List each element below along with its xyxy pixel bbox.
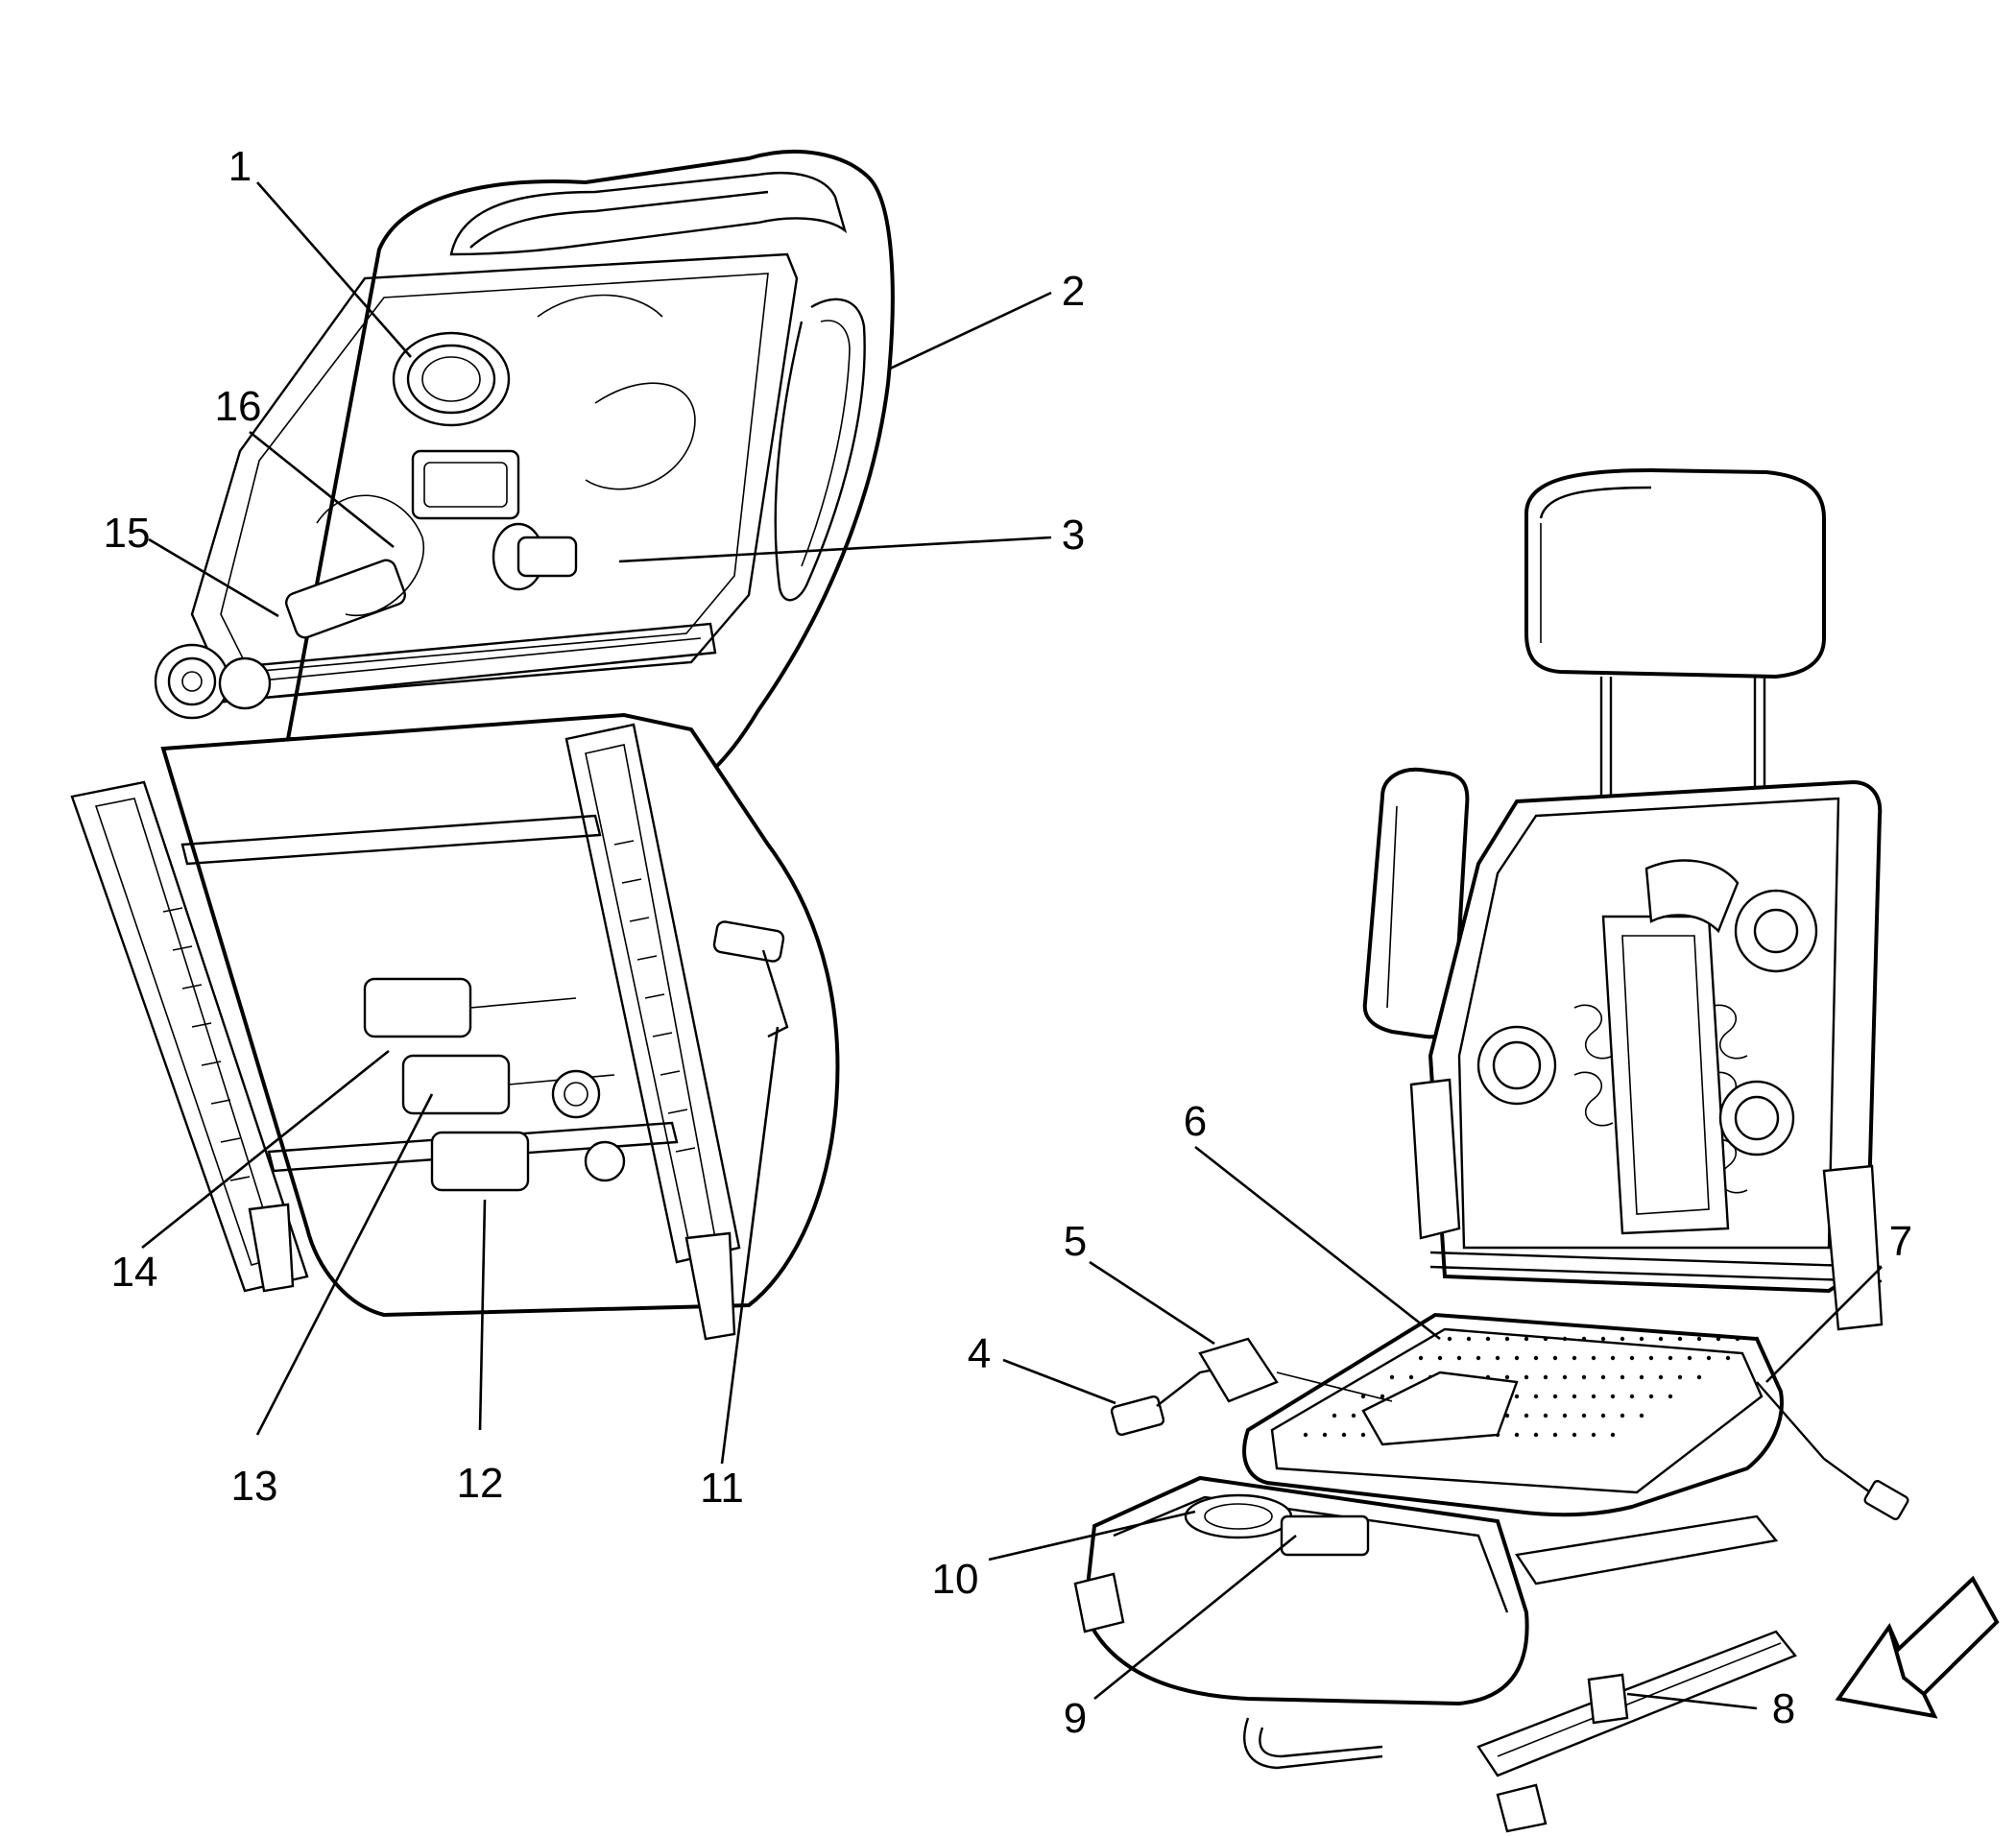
leader-14 bbox=[141, 1049, 390, 1250]
callout-13: 13 bbox=[231, 1463, 278, 1510]
leader-7 bbox=[1765, 1266, 1883, 1383]
callout-11: 11 bbox=[700, 1465, 744, 1512]
callout-6: 6 bbox=[1184, 1098, 1207, 1145]
leader-12 bbox=[478, 1199, 487, 1431]
callout-7: 7 bbox=[1889, 1218, 1912, 1265]
front-direction-arrow-icon bbox=[1835, 1575, 2000, 1719]
leader-16 bbox=[249, 430, 395, 549]
callout-14: 14 bbox=[111, 1249, 158, 1296]
callout-16: 16 bbox=[215, 383, 262, 430]
leader-lines bbox=[141, 181, 1883, 1710]
callout-5: 5 bbox=[1064, 1218, 1087, 1265]
callout-3: 3 bbox=[1062, 512, 1085, 559]
callout-4: 4 bbox=[968, 1330, 991, 1377]
callout-15: 15 bbox=[104, 510, 151, 557]
callout-labels: 1 2 3 4 5 6 7 8 9 10 11 12 13 14 15 16 bbox=[104, 143, 1913, 1742]
callout-8: 8 bbox=[1772, 1685, 1795, 1732]
callout-10: 10 bbox=[932, 1556, 979, 1603]
leader-6 bbox=[1194, 1145, 1441, 1341]
leader-13 bbox=[255, 1093, 434, 1436]
seat-back-assembly-rear-view bbox=[154, 149, 895, 799]
leader-15 bbox=[148, 537, 279, 618]
callout-12: 12 bbox=[457, 1460, 504, 1507]
leader-2 bbox=[887, 291, 1052, 371]
leader-1 bbox=[256, 181, 412, 358]
callout-9: 9 bbox=[1064, 1695, 1087, 1742]
leader-11 bbox=[720, 1026, 780, 1465]
seat-cushion-pan bbox=[1073, 1312, 1909, 1833]
seat-frame-assembly-front-view bbox=[1362, 467, 1884, 1331]
leader-10 bbox=[988, 1510, 1196, 1562]
leader-9 bbox=[1093, 1534, 1297, 1701]
callout-1: 1 bbox=[228, 143, 252, 190]
leader-3 bbox=[618, 536, 1052, 563]
leader-4 bbox=[1002, 1358, 1116, 1405]
leader-8 bbox=[1626, 1692, 1758, 1710]
leader-5 bbox=[1089, 1260, 1215, 1346]
seat-cushion-frame-underside bbox=[70, 712, 840, 1341]
callout-2: 2 bbox=[1062, 268, 1085, 315]
